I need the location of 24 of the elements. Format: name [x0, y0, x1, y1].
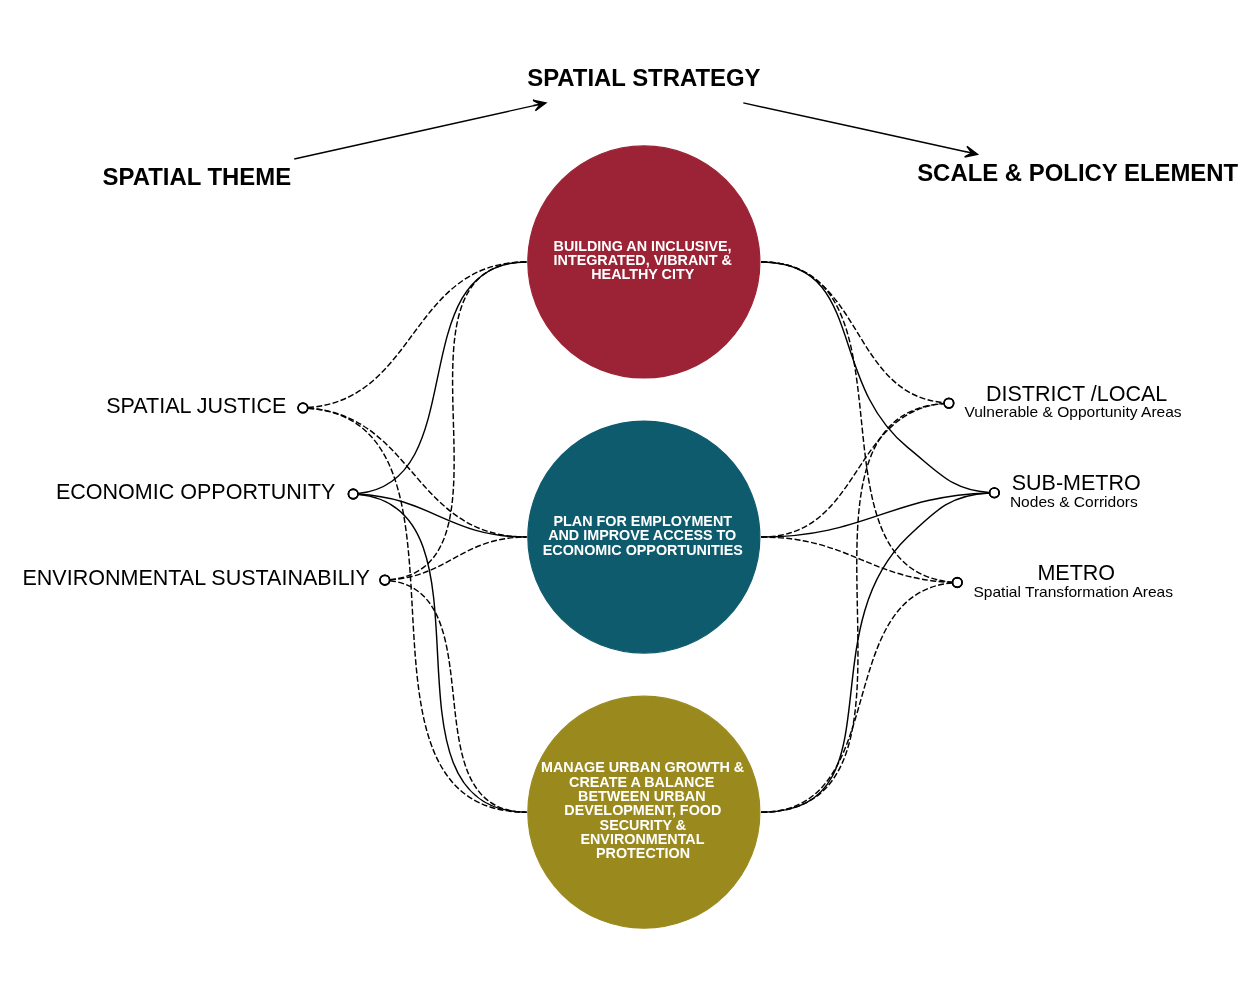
arrow: [293, 99, 547, 160]
connector: [760, 260, 963, 588]
connector: [760, 535, 963, 588]
node-text: SCALE & POLICY ELEMENT: [917, 158, 1239, 186]
node-circle: BUILDING AN INCLUSIVE, INTEGRATED, VIBRANT & HEALTHY CITY: [527, 144, 761, 379]
node-text: SPATIAL STRATEGY: [527, 63, 761, 91]
connector: [379, 574, 528, 813]
node-circle: PLAN FOR EMPLOYMENT AND IMPROVE ACCESS TO ECONOMIC OPPORTUNITIES: [527, 419, 761, 654]
node-circle: MANAGE URBAN GROWTH & CREATE A BALANCE BETWEEN URBAN DEVELOPMENT, FOOD SECURITY & ENVIRONMENTAL PROTECTION: [527, 695, 761, 929]
connector: [347, 488, 528, 813]
connector: [760, 397, 955, 813]
connector: [297, 402, 528, 813]
connector: [760, 576, 963, 813]
connector: [760, 486, 1000, 813]
node-text: SPATIAL JUSTICE: [106, 393, 287, 418]
node-text: DISTRICT /LOCAL Vulnerable & Opportunity Areas: [964, 381, 1182, 420]
node-text: METRO Spatial Transformation Areas: [973, 560, 1174, 600]
connector: [379, 260, 528, 585]
node-text: ECONOMIC OPPORTUNITY: [55, 479, 336, 504]
node-text: SUB-METRO Nodes & Corridors: [1009, 470, 1141, 510]
arrow: [742, 101, 979, 158]
node-text: ENVIRONMENTAL SUSTAINABILIY: [22, 565, 370, 590]
connector: [379, 535, 528, 585]
node-text: SPATIAL THEME: [102, 162, 292, 190]
